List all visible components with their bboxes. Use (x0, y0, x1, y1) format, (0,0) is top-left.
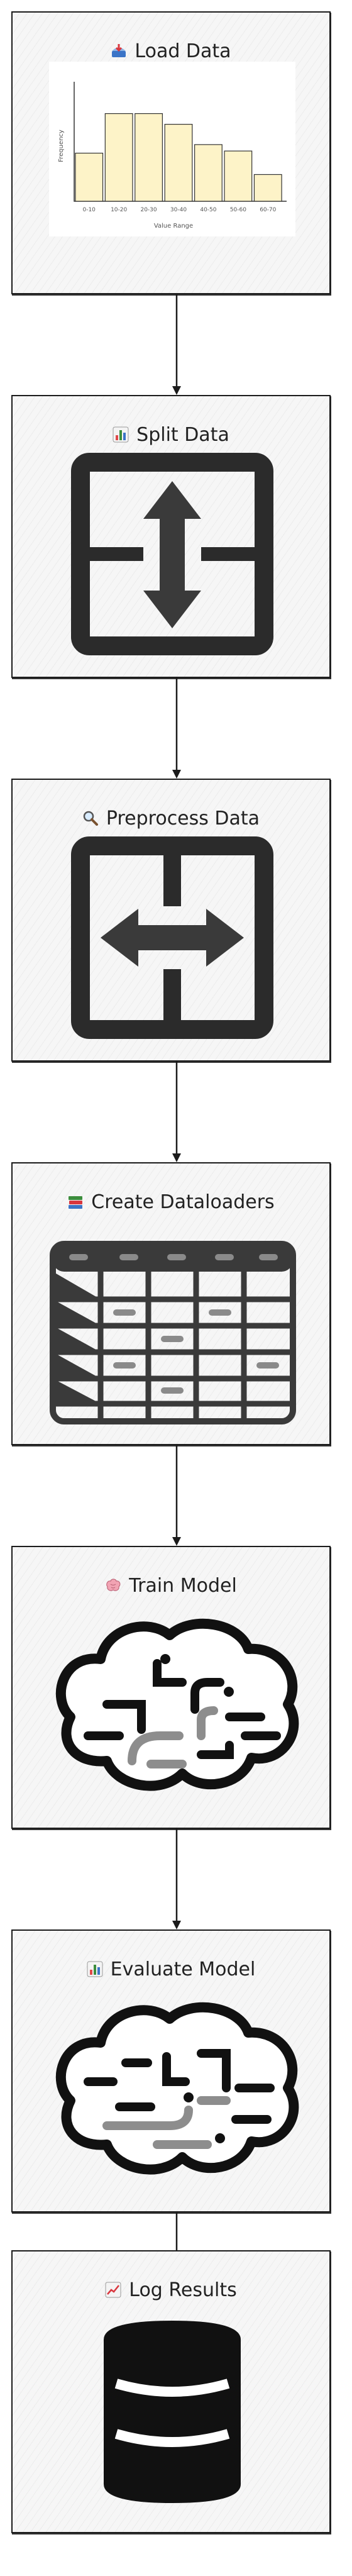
step-title: Evaluate Model (110, 1958, 256, 1980)
histogram-bar (194, 144, 223, 202)
flow-arrow (172, 1445, 181, 1546)
step-card-split-data: Split Data (11, 395, 331, 678)
split-horizontal-icon (71, 836, 273, 1039)
step-title-row: Load Data (13, 38, 329, 64)
flow-arrow (172, 1829, 181, 1929)
x-tick-label: 50-60 (230, 207, 246, 213)
step-card-load-data: Load Data 0-10 10-20 20-30 30-40 40-50 50-60 6… (11, 11, 331, 294)
histogram-bar (253, 174, 282, 202)
step-title-row: Split Data (13, 421, 329, 448)
x-tick-label: 10-20 (111, 207, 127, 213)
step-title: Load Data (135, 40, 231, 62)
step-title: Split Data (136, 423, 229, 446)
step-title: Log Results (129, 2279, 237, 2301)
histogram-bar (104, 113, 133, 202)
x-tick-label: 60-70 (260, 207, 276, 213)
x-tick-label: 40-50 (200, 207, 216, 213)
histogram-bar (135, 113, 163, 202)
step-title-row: Create Dataloaders (13, 1189, 329, 1215)
bar-chart-icon (113, 426, 129, 443)
step-title-row: Log Results (13, 2277, 329, 2303)
data-table-icon (50, 1241, 296, 1424)
step-title: Create Dataloaders (91, 1191, 275, 1213)
step-card-train-model: Train Model (11, 1546, 331, 1829)
step-card-log-results: Log Results (11, 2250, 331, 2533)
brain-circuit-illustration (56, 1618, 299, 1791)
step-card-evaluate-model: Evaluate Model (11, 1929, 331, 2212)
y-axis-label: Frequency (58, 130, 65, 162)
step-card-preprocess-data: Preprocess Data (11, 779, 331, 1062)
x-tick-label: 0-10 (82, 207, 96, 213)
histogram-chart: 0-10 10-20 20-30 30-40 40-50 50-60 60-70 Frequ… (49, 62, 295, 236)
step-title-row: Train Model (13, 1572, 329, 1599)
step-title: Train Model (129, 1574, 237, 1597)
histogram-bar (75, 152, 104, 202)
x-tick-label: 30-40 (170, 207, 187, 213)
x-tick-label: 20-30 (140, 207, 157, 213)
flow-arrow (172, 678, 181, 779)
step-card-create-dataloaders: Create Dataloaders (11, 1162, 331, 1445)
books-icon (69, 1196, 83, 1209)
bar-chart-icon (87, 1961, 103, 1977)
database-icon (104, 2321, 241, 2503)
histogram-bar (164, 124, 193, 202)
flow-arrow (172, 1062, 181, 1162)
magnifying-glass-icon (83, 811, 98, 826)
histogram-bar (224, 150, 253, 202)
x-axis-label: Value Range (154, 223, 193, 230)
step-title-row: Preprocess Data (13, 805, 329, 831)
split-vertical-icon (71, 453, 273, 655)
step-title-row: Evaluate Model (13, 1956, 329, 1982)
flow-arrow (172, 294, 181, 395)
chart-increasing-icon (105, 2282, 121, 2298)
inbox-tray-icon (112, 44, 126, 57)
step-title: Preprocess Data (106, 807, 260, 830)
brain-icon (106, 1579, 121, 1591)
brain-circuit-illustration (56, 2002, 299, 2175)
